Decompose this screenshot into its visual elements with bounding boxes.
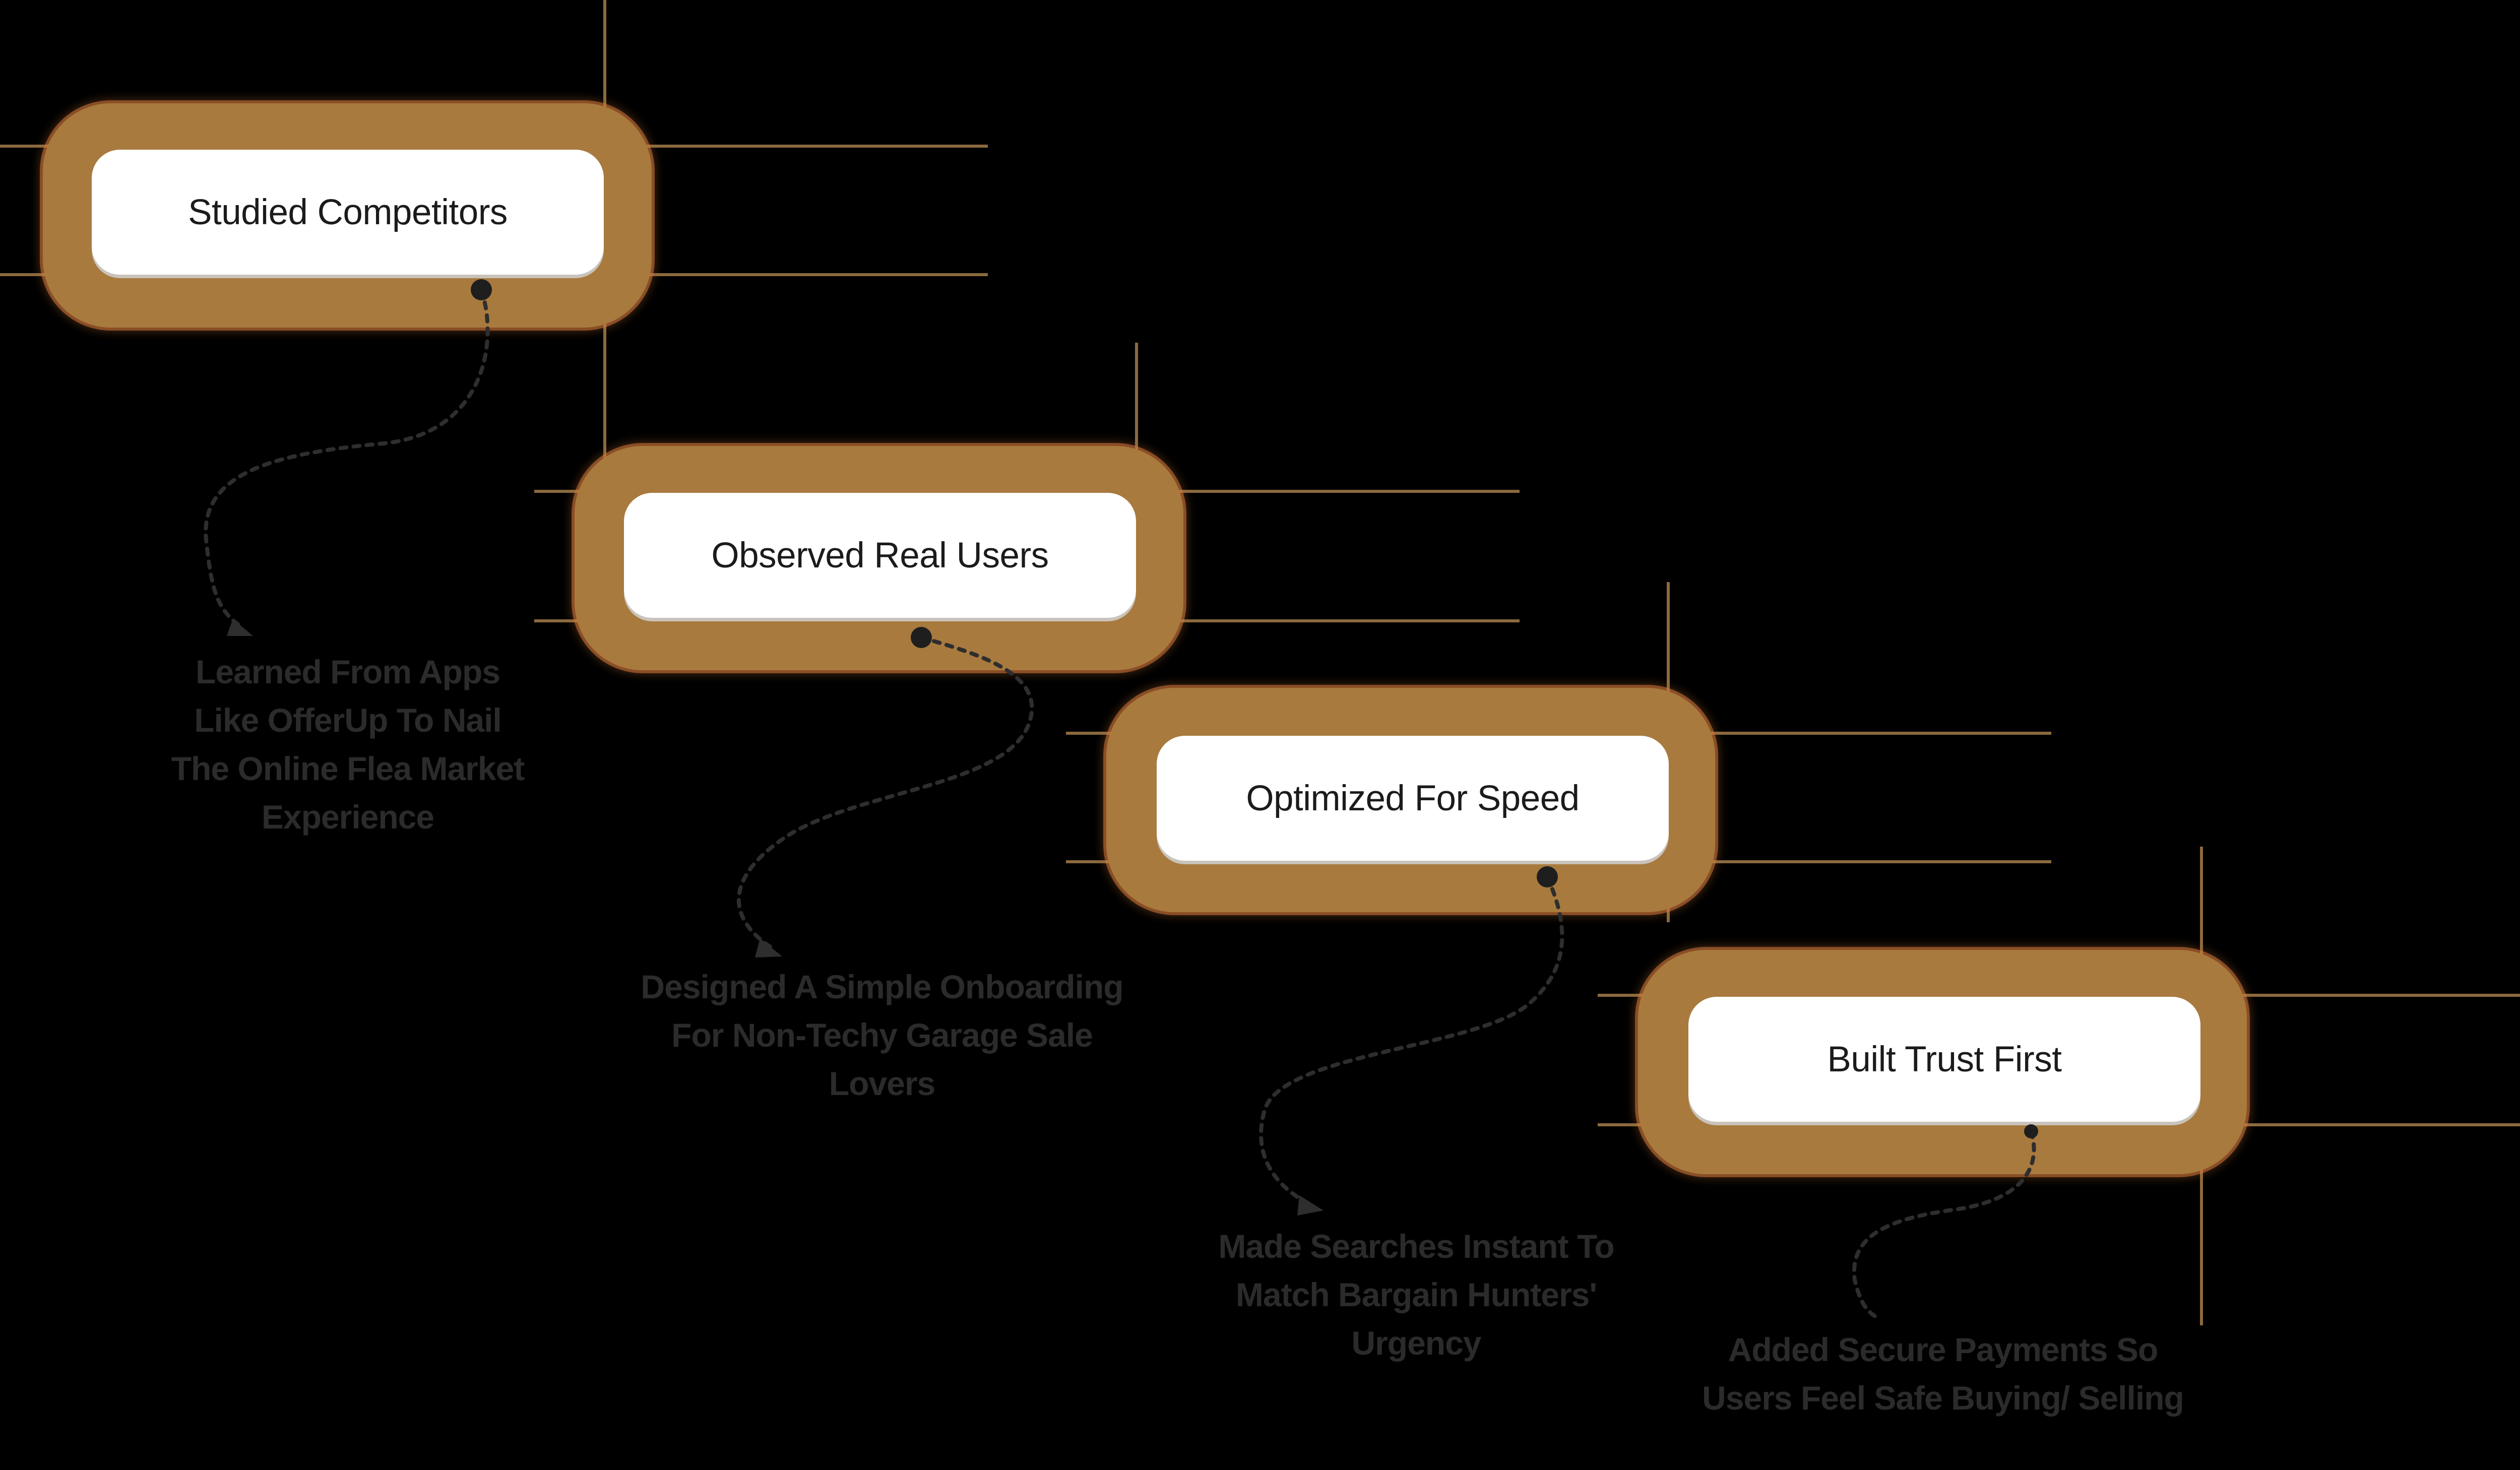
step-label-1: Studied Competitors bbox=[188, 192, 508, 232]
connector-dot-2 bbox=[911, 627, 932, 648]
connector-dot-1 bbox=[471, 279, 492, 300]
step-card-2: Observed Real Users bbox=[624, 493, 1136, 618]
step-label-3: Optimized For Speed bbox=[1246, 778, 1580, 818]
arrowhead-2 bbox=[755, 938, 782, 957]
arrowhead-1 bbox=[227, 619, 253, 636]
connector-path-4 bbox=[1852, 1129, 2036, 1320]
step-note-4: Added Secure Payments So Users Feel Safe… bbox=[1702, 1331, 2184, 1417]
step-card-1: Studied Competitors bbox=[92, 150, 604, 275]
step-note-1: Learned From Apps Like OfferUp To Nail T… bbox=[171, 653, 525, 836]
step-card-4: Built Trust First bbox=[1688, 997, 2200, 1122]
arrowhead-3 bbox=[1297, 1195, 1324, 1216]
step-note-3: Made Searches Instant To Match Bargain H… bbox=[1218, 1228, 1614, 1362]
step-label-4: Built Trust First bbox=[1827, 1039, 2062, 1079]
connector-dot-4 bbox=[2024, 1124, 2038, 1138]
connector-path-3 bbox=[1259, 875, 1564, 1206]
step-label-2: Observed Real Users bbox=[711, 535, 1049, 576]
connector-path-1 bbox=[204, 288, 490, 629]
step-card-3: Optimized For Speed bbox=[1157, 736, 1669, 861]
connector-dot-3 bbox=[1537, 866, 1558, 887]
connector-path-2 bbox=[736, 635, 1034, 949]
step-note-2: Designed A Simple Onboarding For Non-Tec… bbox=[641, 968, 1123, 1102]
